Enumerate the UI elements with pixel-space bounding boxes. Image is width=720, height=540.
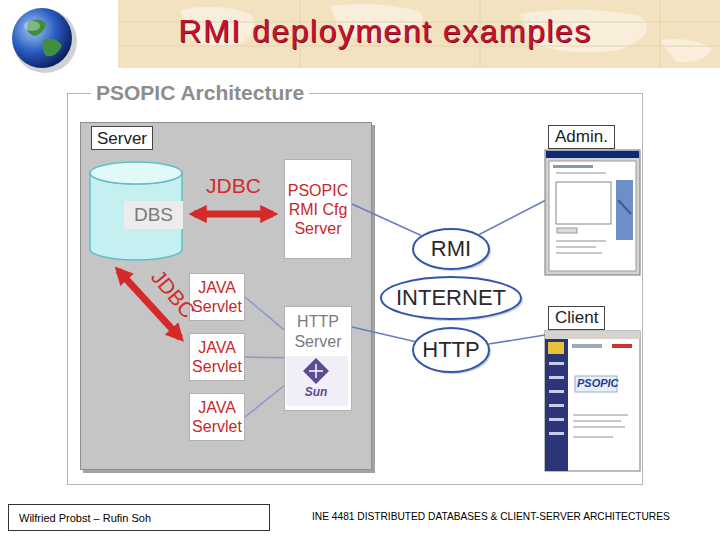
admin-panel: Admin. — [545, 124, 642, 277]
oval-label: INTERNET — [396, 285, 506, 311]
server-group: ServerDBS PSOPIC RMI Cfg ServerJAVA Servl… — [80, 122, 372, 470]
box-label: PSOPIC RMI Cfg Server — [285, 181, 351, 238]
connector — [245, 297, 284, 330]
course-footer: INE 4481 DISTRIBUTED DATABASES & CLIENT-… — [312, 511, 712, 522]
connector — [245, 356, 284, 358]
group-tab: Server — [91, 126, 153, 150]
page-sidebar — [545, 339, 568, 471]
text-line — [612, 344, 632, 348]
menu-item — [549, 376, 564, 379]
globe-shadow — [13, 9, 77, 73]
globe-highlight — [24, 21, 40, 31]
menu-item — [549, 390, 564, 393]
page-banner — [575, 376, 617, 392]
text-line — [573, 436, 613, 438]
text-line — [573, 414, 628, 416]
text-line — [572, 344, 602, 348]
figure-heading: PSOPIC Architecture — [91, 80, 309, 106]
form-textarea — [556, 182, 611, 224]
http-server-box: HTTP Server — [284, 306, 352, 411]
box-label: HTTP Server — [285, 307, 351, 352]
protocol-oval: HTTP — [412, 327, 490, 373]
connector — [489, 335, 545, 344]
site-logo — [548, 342, 564, 354]
oval-outline — [413, 328, 489, 372]
connector — [194, 211, 273, 218]
globe-land — [42, 39, 62, 56]
oval-label: HTTP — [422, 337, 479, 363]
text-line — [556, 240, 606, 242]
map-band — [118, 0, 720, 68]
globe — [12, 8, 72, 68]
menu-item — [549, 404, 564, 407]
panel-tab: Admin. — [548, 125, 615, 149]
box-label: JAVA Servlet — [190, 338, 244, 376]
form-button — [557, 228, 577, 233]
database-label: DBS — [124, 201, 183, 229]
box-label: JAVA Servlet — [190, 278, 244, 316]
text-line — [573, 420, 621, 422]
panel-tab: Client — [548, 306, 605, 330]
author-footer-box: Wilfried Probst – Rufin Soh — [8, 504, 270, 531]
menu-item — [549, 362, 564, 365]
database-cylinder: DBS — [89, 161, 183, 261]
connector — [118, 271, 180, 338]
menu-item — [549, 432, 564, 435]
connector — [352, 327, 415, 342]
servlet-box: JAVA Servlet — [189, 273, 245, 321]
text-line — [556, 172, 606, 174]
map-grid — [660, 0, 661, 68]
cylinder-body — [90, 173, 182, 260]
cylinder-top — [90, 162, 182, 184]
client-panel: Client — [545, 305, 642, 472]
admin-screenshot — [545, 150, 640, 275]
client-screenshot — [545, 331, 640, 471]
text-line — [573, 426, 625, 428]
figure-frame: PSOPIC ArchitectureServerDBS PSOPIC RMI C… — [67, 80, 643, 485]
oval-outline — [381, 277, 521, 319]
sun-logo-tile — [286, 356, 348, 406]
footer-text: Wilfried Probst – Rufin Soh — [9, 512, 151, 524]
sun-logo-mark — [303, 358, 329, 384]
protocol-oval: RMI — [412, 228, 490, 270]
window-titlebar — [546, 151, 639, 158]
sun-logo-line — [315, 364, 317, 378]
slide-title: RMI deployment examples — [130, 13, 640, 50]
menu-item — [549, 418, 564, 421]
logo-text: PSOPIC — [577, 377, 617, 389]
screenshot-picture — [616, 180, 633, 240]
sun-logo-line — [309, 370, 323, 372]
browser-toolbar — [545, 331, 640, 339]
map-continent — [660, 39, 712, 62]
picture-detail — [618, 200, 631, 214]
oval-outline — [413, 229, 489, 269]
oval-label: RMI — [431, 236, 471, 262]
servlet-box: JAVA Servlet — [189, 393, 245, 441]
window-content — [549, 161, 636, 271]
text-line — [556, 252, 602, 254]
connector — [245, 386, 284, 417]
connector — [479, 201, 545, 235]
rmi-server-box: PSOPIC RMI Cfg Server — [284, 159, 352, 259]
box-label: JAVA Servlet — [190, 398, 244, 436]
network-oval: INTERNET — [380, 276, 522, 320]
text-line — [556, 246, 596, 248]
text-line — [553, 165, 593, 168]
connector — [352, 204, 421, 235]
servlet-box: JAVA Servlet — [189, 333, 245, 381]
